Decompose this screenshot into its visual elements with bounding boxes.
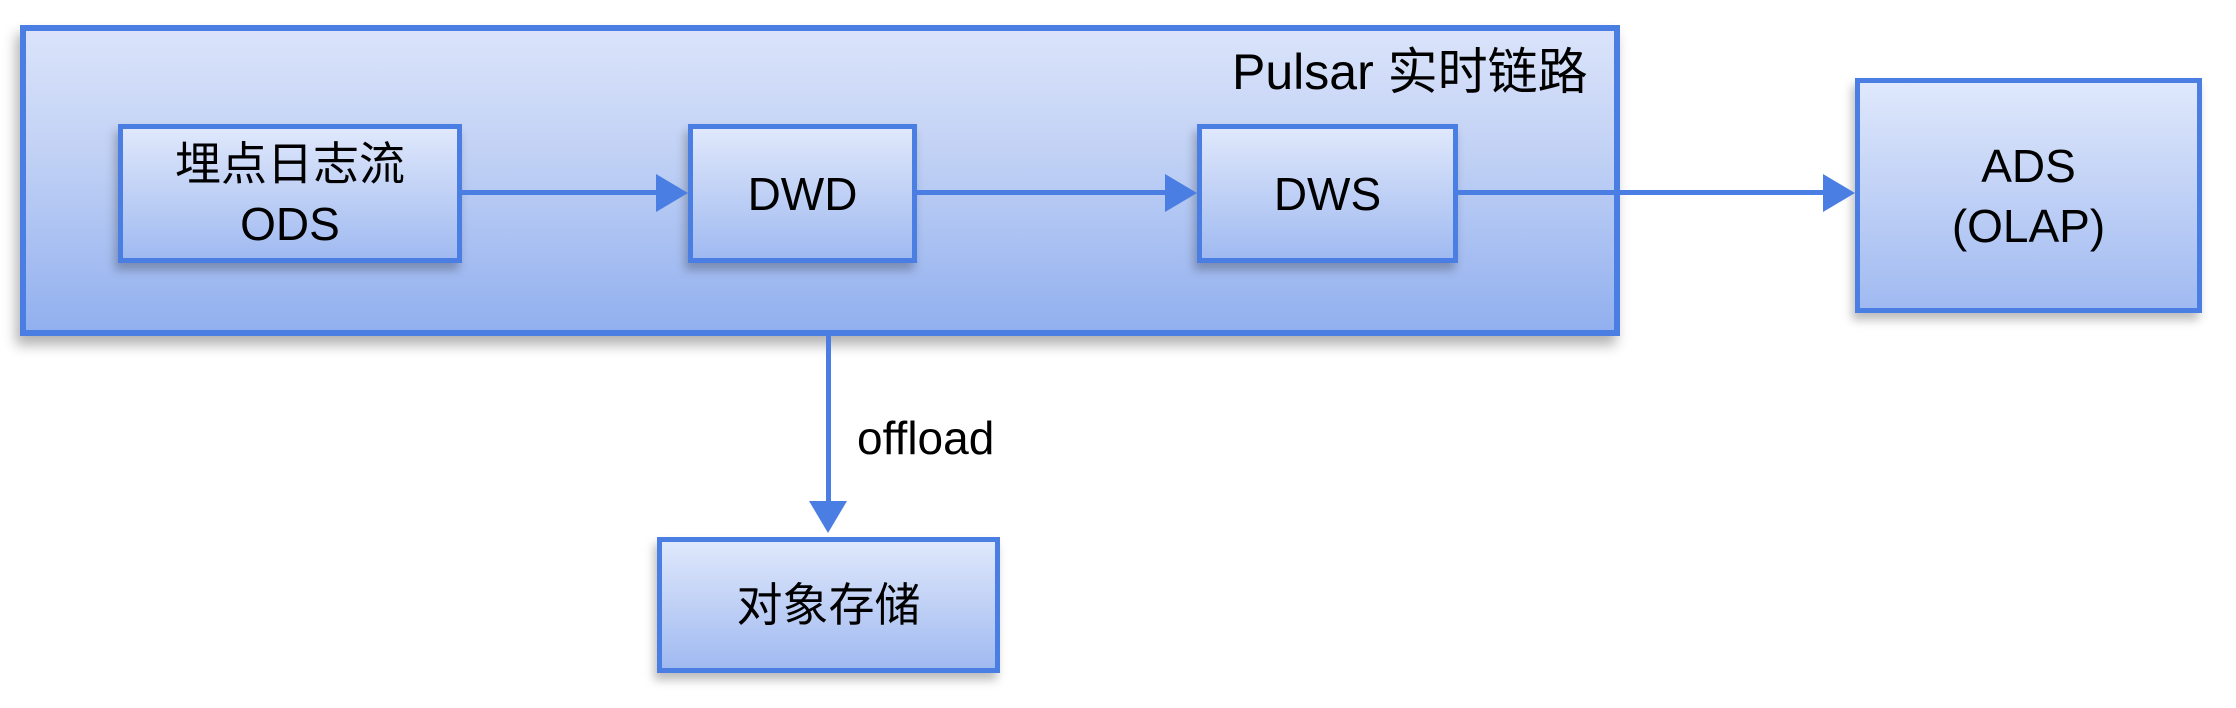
node-dwd: DWD [688, 124, 917, 263]
node-ads-label-line2: (OLAP) [1951, 199, 2106, 252]
node-dwd-label: DWD [747, 167, 858, 220]
group-title-pulsar-realtime-pipeline: Pulsar 实时链路 [1232, 44, 1588, 100]
node-ads-label-line1: ADS [1981, 139, 2076, 192]
node-ods: 埋点日志流 ODS [118, 124, 462, 263]
node-dws: DWS [1197, 124, 1458, 263]
edge-dws-to-ads-line [1458, 190, 1825, 195]
edge-dws-to-ads-arrowhead-icon [1823, 174, 1855, 212]
edge-dwd-to-dws-line [917, 190, 1167, 195]
node-ods-label-line1: 埋点日志流 [175, 137, 405, 190]
edge-ods-to-dwd-arrowhead-icon [656, 174, 688, 212]
edge-offload-label: offload [857, 412, 995, 464]
node-ods-label-line2: ODS [240, 197, 340, 250]
edge-offload-line [826, 336, 831, 503]
node-object-storage: 对象存储 [657, 537, 1000, 673]
edge-dwd-to-dws-arrowhead-icon [1165, 174, 1197, 212]
node-object-storage-label: 对象存储 [736, 579, 921, 631]
edge-offload-arrowhead-icon [809, 501, 847, 533]
node-dws-label: DWS [1273, 167, 1382, 220]
node-ads-olap: ADS (OLAP) [1855, 78, 2202, 313]
edge-ods-to-dwd-line [462, 190, 658, 195]
